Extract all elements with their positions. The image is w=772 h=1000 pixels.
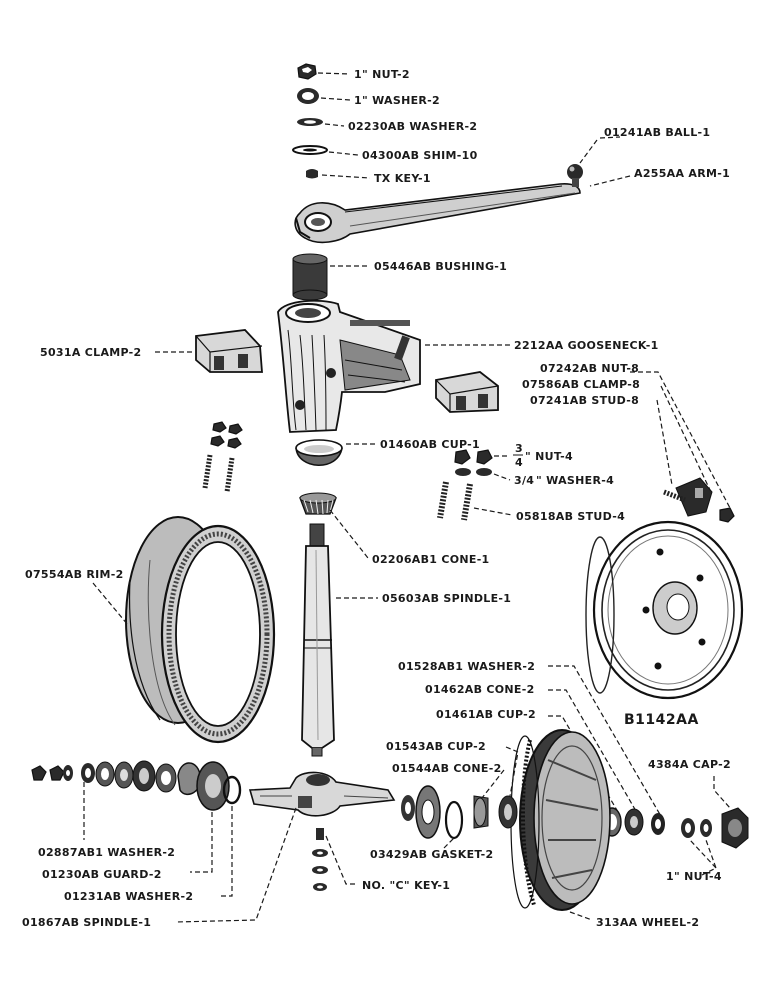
bushing-part <box>292 253 328 301</box>
washer-top-part <box>297 88 319 104</box>
key-c-part <box>312 828 328 891</box>
label-gooseneck: 2212AA GOOSENECK-1 <box>514 339 659 352</box>
label-cone-02206: 02206AB1 CONE-1 <box>372 553 490 566</box>
label-cup-01460: 01460AB CUP-1 <box>380 438 480 451</box>
cup-01460-part <box>295 439 343 466</box>
label-washer-34: " WASHER-4 <box>536 474 614 487</box>
label-cone-01462: 01462AB CONE-2 <box>425 683 535 696</box>
hub-right-parts <box>602 807 712 838</box>
label-washer-top: 1" WASHER-2 <box>354 94 440 107</box>
label-clamp-left: 5031A CLAMP-2 <box>40 346 142 359</box>
hub-mid-parts <box>401 785 518 840</box>
left-studs-part <box>202 421 243 493</box>
label-stud-05818: 05818AB STUD-4 <box>516 510 625 523</box>
label-wheel: 313AA WHEEL-2 <box>596 916 699 929</box>
label-shim: 04300AB SHIM-10 <box>362 149 478 162</box>
label-washer-34-frac: 3/4 <box>514 474 534 487</box>
cone-02206-part <box>299 492 337 515</box>
spindle-01867-part <box>248 771 396 817</box>
label-arm: A255AA ARM-1 <box>634 167 730 180</box>
label-key-c: NO. "C" KEY-1 <box>362 879 450 892</box>
label-nut-bottom: 1" NUT-4 <box>666 870 722 883</box>
label-cup-01461: 01461AB CUP-2 <box>436 708 536 721</box>
label-nut-34: " NUT-4 <box>525 450 573 463</box>
label-spindle-01867: 01867AB SPINDLE-1 <box>22 916 151 929</box>
label-assembly-id: B1142AA <box>624 712 699 728</box>
stud-05818-part <box>437 481 473 521</box>
label-clamp-07586: 07586AB CLAMP-8 <box>522 378 640 391</box>
label-nut-07242: 07242AB NUT-8 <box>540 362 639 375</box>
clamp-bolt-set-part <box>663 477 735 523</box>
label-tx-key: TX KEY-1 <box>374 172 431 185</box>
clamp-left-part <box>195 329 263 373</box>
nut-top-part <box>297 63 317 80</box>
label-rim: 07554AB RIM-2 <box>25 568 124 581</box>
label-washer-01231: 01231AB WASHER-2 <box>64 890 193 903</box>
label-spindle-05603: 05603AB SPINDLE-1 <box>382 592 511 605</box>
label-washer-02230: 02230AB WASHER-2 <box>348 120 477 133</box>
label-guard: 01230AB GUARD-2 <box>42 868 162 881</box>
washer-02230-part <box>297 118 323 126</box>
label-bushing: 05446AB BUSHING-1 <box>374 260 507 273</box>
arm-part <box>294 183 581 244</box>
label-washer-02887: 02887AB1 WASHER-2 <box>38 846 175 859</box>
ball-part <box>567 164 583 187</box>
label-cap: 4384A CAP-2 <box>648 758 731 771</box>
label-cup-01543: 01543AB CUP-2 <box>386 740 486 753</box>
label-nut-34-num: 3 <box>515 442 523 455</box>
spindle-05603-part <box>301 523 335 757</box>
shim-part <box>292 145 328 155</box>
nut-34-part <box>454 449 493 476</box>
label-nut-top: 1" NUT-2 <box>354 68 410 81</box>
wheel-313aa-part <box>510 729 611 911</box>
hub-left-parts <box>31 760 242 811</box>
label-cone-01544: 01544AB CONE-2 <box>392 762 502 775</box>
rim-part <box>125 516 276 744</box>
label-gasket: 03429AB GASKET-2 <box>370 848 493 861</box>
label-ball: 01241AB BALL-1 <box>604 126 710 139</box>
tx-key-part <box>306 169 318 179</box>
gooseneck-part <box>277 299 421 433</box>
cap-part <box>721 807 749 849</box>
label-nut-34-den: 4 <box>515 456 523 469</box>
label-washer-01528: 01528AB1 WASHER-2 <box>398 660 535 673</box>
label-stud-07241: 07241AB STUD-8 <box>530 394 639 407</box>
clamp-right-part <box>435 371 499 413</box>
assembled-wheel-part <box>585 520 744 700</box>
